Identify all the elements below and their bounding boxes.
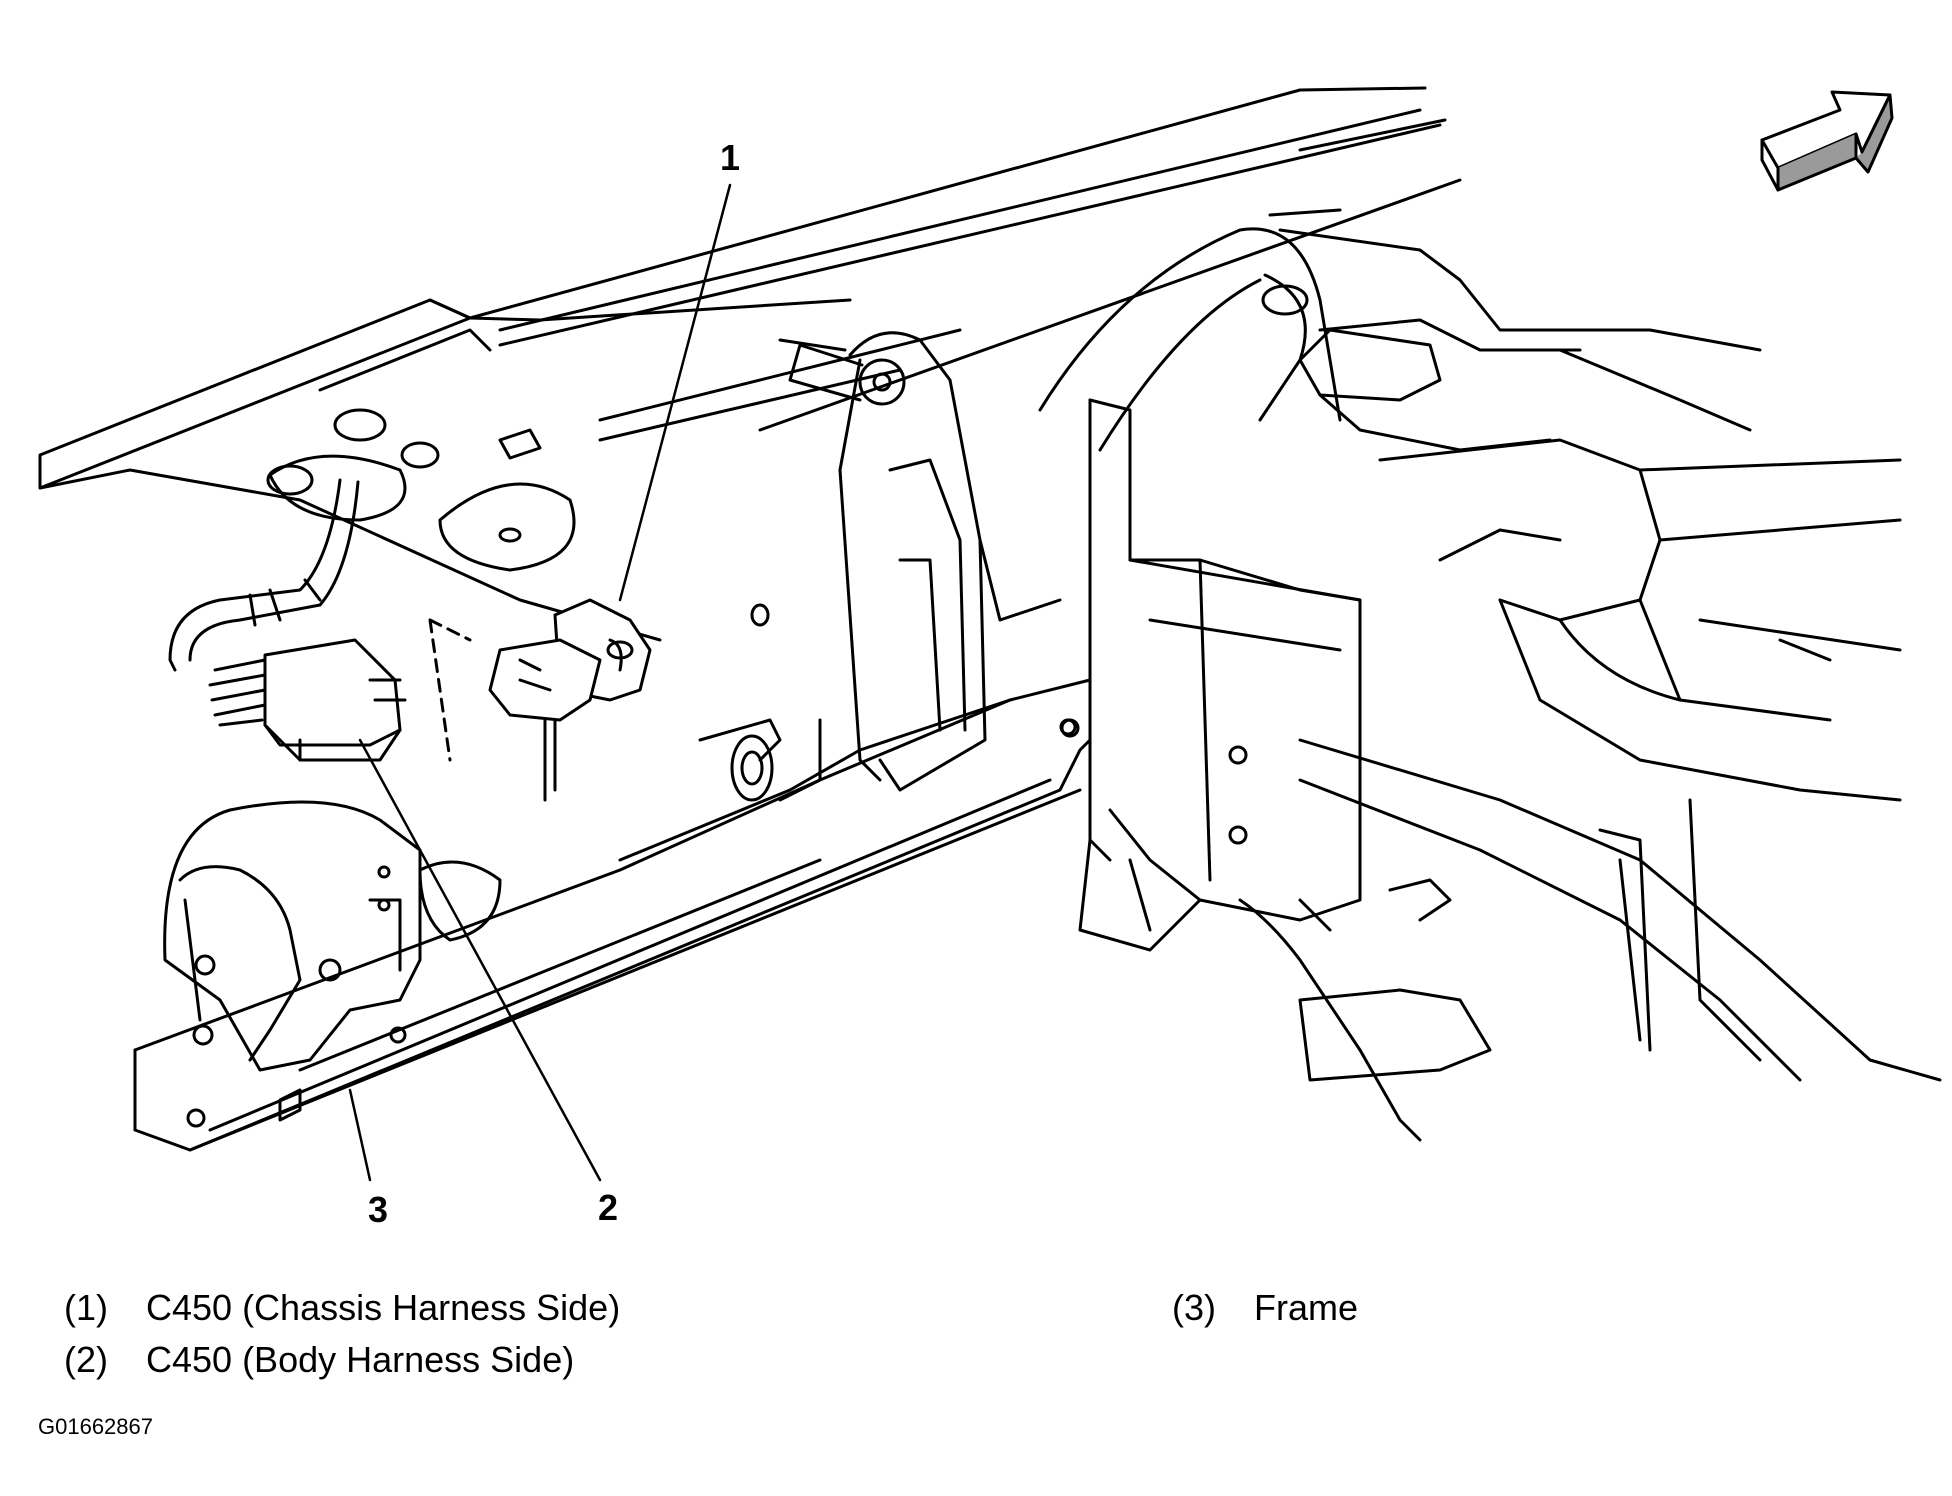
chassis-illustration — [38, 86, 1942, 1182]
leader-line-3 — [348, 1088, 372, 1182]
legend-number: (1) — [64, 1287, 108, 1328]
center-bracket — [778, 331, 1077, 792]
legend-item-2: (2) C450 (Body Harness Side) — [64, 1342, 574, 1378]
floor-pan — [38, 298, 852, 642]
rear-body-panels — [1038, 227, 1902, 802]
rear-lower-structure — [1238, 738, 1942, 1142]
legend-text: C450 (Body Harness Side) — [146, 1339, 575, 1380]
leader-line-2 — [358, 738, 602, 1182]
cutaway-outline — [428, 618, 472, 762]
frame-rail — [133, 678, 1092, 1152]
direction-arrow-icon — [1760, 90, 1894, 192]
figure-id: G01662867 — [38, 1414, 153, 1439]
legend-number: (3) — [1172, 1287, 1216, 1328]
legend-item-1: (1) C450 (Chassis Harness Side) — [64, 1290, 620, 1326]
wiring-harness — [168, 478, 360, 672]
leader-line-1 — [618, 183, 732, 602]
front-mount-bracket — [163, 800, 422, 1072]
connector-c450-body-side — [208, 638, 407, 762]
legend-item-3: (3) Frame — [1172, 1290, 1358, 1326]
legend-text: C450 (Chassis Harness Side) — [146, 1287, 621, 1328]
legend-number: (2) — [64, 1339, 108, 1380]
callout-1: 1 — [720, 137, 741, 178]
fasteners — [698, 603, 1080, 802]
crossmember — [1078, 398, 1362, 952]
legend-text: Frame — [1254, 1287, 1359, 1328]
connector-c450-chassis-side — [488, 598, 652, 802]
callout-3: 3 — [368, 1189, 389, 1230]
floor-rails — [468, 86, 1462, 442]
callout-2: 2 — [598, 1187, 619, 1228]
